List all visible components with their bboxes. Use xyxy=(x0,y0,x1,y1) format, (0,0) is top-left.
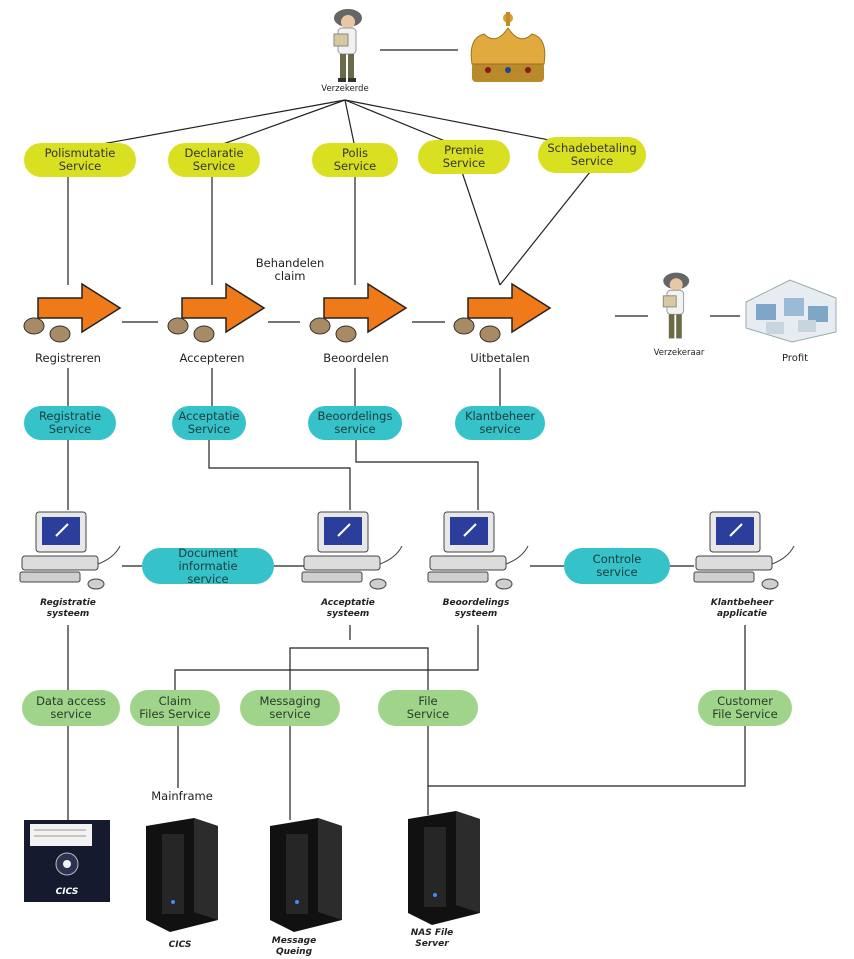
insured-label: Verzekerde xyxy=(321,84,369,94)
document-informatie-service-pill: Document informatie service xyxy=(142,546,274,585)
messaging-service-pill: Messaging service xyxy=(240,690,340,726)
step-label-accepteren: Accepteren xyxy=(179,351,245,365)
klantbeheer-computer-icon xyxy=(693,511,795,590)
registratie-service-pill: Registratie Service xyxy=(24,406,116,440)
behandelen-claim-note: Behandelen claim xyxy=(255,256,325,283)
message-queue-label: Message Queing xyxy=(271,936,317,957)
claim-files-service-pill: Claim Files Service xyxy=(130,690,220,726)
cics-server-label: CICS xyxy=(168,940,192,950)
polismutatie-service-pill: Polismutatie Service xyxy=(24,143,136,177)
step-label-uitbetalen: Uitbetalen xyxy=(470,351,530,365)
nas-server-label: NAS File Server xyxy=(410,928,454,949)
beoordelen-step-icon xyxy=(309,282,408,343)
beoordelings-service-pill: Beoordelings service xyxy=(308,406,402,440)
beoordelings-system-label: Beoordelings systeem xyxy=(442,598,510,619)
registratie-computer-icon xyxy=(19,511,121,590)
acceptatie-system-label: Acceptatie systeem xyxy=(321,598,375,619)
schadebetaling-service-pill: Schadebetaling Service xyxy=(538,137,646,173)
file-service-pill: File Service xyxy=(378,690,478,726)
profit-label: Profit xyxy=(781,353,809,364)
office-profit-icon xyxy=(745,279,837,343)
floppy-disk-icon xyxy=(24,820,110,902)
nas-file-server-icon xyxy=(408,811,480,925)
insurer-label: Verzekeraar xyxy=(653,348,705,358)
uitbetalen-step-icon xyxy=(453,282,552,343)
beoordelings-computer-icon xyxy=(427,511,529,590)
klantbeheer-system-label: Klantbeheer applicatie xyxy=(710,598,774,619)
customer-file-service-pill: Customer File Service xyxy=(698,690,792,726)
cics-server-icon xyxy=(146,818,218,932)
data-access-service-pill: Data access service xyxy=(22,690,120,726)
insurer-person-icon xyxy=(662,272,690,339)
step-label-registreren: Registreren xyxy=(35,351,101,365)
step-label-beoordelen: Beoordelen xyxy=(323,351,389,365)
controle-service-pill: Controle service xyxy=(564,548,670,584)
acceptatie-computer-icon xyxy=(301,511,403,590)
premie-service-pill: Premie Service xyxy=(418,140,510,174)
declaratie-service-pill: Declaratie Service xyxy=(168,143,260,177)
registreren-step-icon xyxy=(23,282,122,343)
message-queue-server-icon xyxy=(270,818,342,932)
polis-service-pill: Polis Service xyxy=(312,143,398,177)
mainframe-label: Mainframe xyxy=(151,789,213,803)
accepteren-step-icon xyxy=(167,282,266,343)
klantbeheer-service-pill: Klantbeheer service xyxy=(455,406,545,440)
crown-icon xyxy=(470,12,546,82)
acceptatie-service-pill: Acceptatie Service xyxy=(172,406,246,440)
insured-person-icon xyxy=(333,9,362,82)
registratie-system-label: Registratie systeem xyxy=(40,598,96,619)
floppy-cics-label: CICS xyxy=(55,887,79,897)
